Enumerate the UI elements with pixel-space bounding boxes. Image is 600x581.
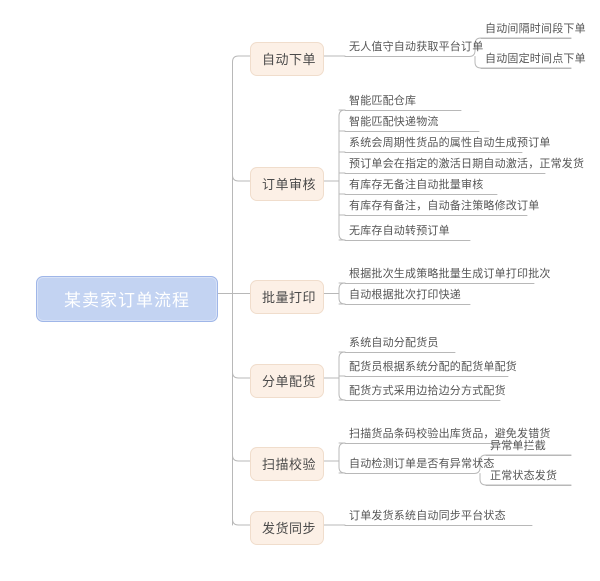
connector-branch-5: [232, 454, 251, 462]
leaf-node[interactable]: 自动间隔时间段下单: [485, 23, 586, 35]
leaf-node[interactable]: 正常状态发货: [490, 470, 558, 482]
root-node[interactable]: 某卖家订单流程: [36, 276, 218, 322]
connector-branch-2: [232, 174, 251, 182]
leaf-node[interactable]: 有库存无备注自动批量审核: [349, 179, 484, 191]
leaf-node[interactable]: 配货员根据系统分配的配货单配货: [349, 361, 517, 373]
leaf-node[interactable]: 预订单会在指定的激活日期自动激活，正常发货: [349, 158, 585, 170]
leaf-node[interactable]: 智能匹配仓库: [349, 95, 417, 107]
branch-node-scan-verify[interactable]: 扫描校验: [250, 447, 324, 481]
leaf-node[interactable]: 无库存自动转预订单: [349, 225, 450, 237]
leaf-node[interactable]: 自动固定时间点下单: [485, 53, 586, 65]
leaf-node[interactable]: 系统会周期性货品的属性自动生成预订单: [349, 137, 551, 149]
leaf-node[interactable]: 订单发货系统自动同步平台状态: [349, 510, 506, 522]
leaf-node[interactable]: 有库存有备注，自动备注策略修改订单: [349, 200, 540, 212]
leaf-node[interactable]: 智能匹配快递物流: [349, 116, 439, 128]
connector-branch-1: [232, 55, 251, 69]
leaf-node[interactable]: 系统自动分配货员: [349, 337, 439, 349]
leaf-node[interactable]: 异常单拦截: [490, 440, 546, 452]
leaf-node[interactable]: 配货方式采用边拾边分方式配货: [349, 385, 506, 397]
branch-node-split-picking[interactable]: 分单配货: [250, 364, 324, 398]
leaf-node[interactable]: 无人值守自动获取平台订单: [349, 41, 484, 53]
connector-branch-4: [232, 371, 251, 379]
leaf-node[interactable]: 根据批次生成策略批量生成订单打印批次: [349, 268, 551, 280]
branch-node-order-review[interactable]: 订单审核: [250, 167, 324, 201]
leaf-node[interactable]: 自动检测订单是否有异常状态: [349, 458, 495, 470]
leaf-node[interactable]: 扫描货品条码校验出库货品，避免发错货: [349, 428, 551, 440]
branch-node-batch-print[interactable]: 批量打印: [250, 280, 324, 314]
branch-node-ship-sync[interactable]: 发货同步: [250, 511, 324, 545]
connector-branch-6: [232, 518, 251, 526]
leaf-node[interactable]: 自动根据批次打印快递: [349, 289, 461, 301]
branch-node-auto-order[interactable]: 自动下单: [250, 42, 324, 76]
